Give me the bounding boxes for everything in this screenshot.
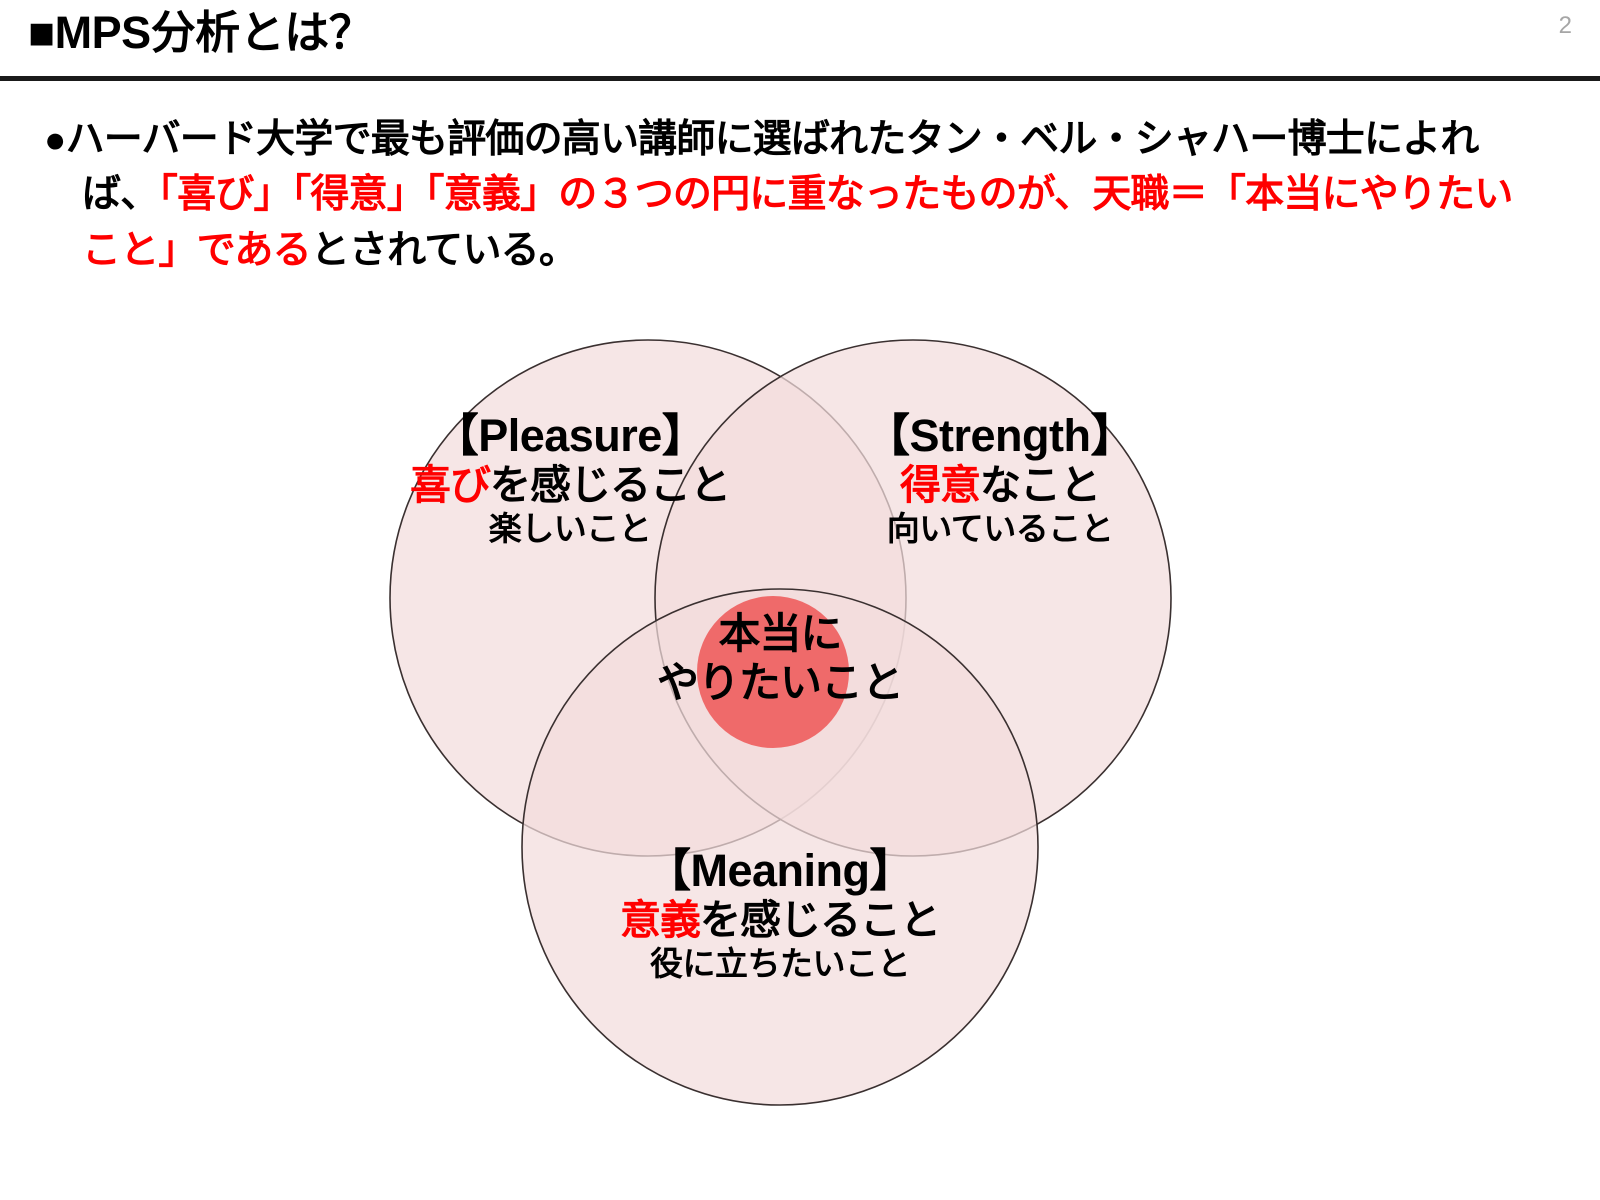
- venn-circle-center-highlight: [697, 596, 849, 748]
- body-line-1: ハーバード大学で最も評価の高い講師に選ばれたタン・ベル・シャハー博士によれ: [65, 118, 1480, 161]
- venn-circle-meaning: [521, 588, 1039, 1106]
- venn-diagram: 【Pleasure】 喜びを感じること 楽しいこと 【Strength】 得意な…: [360, 300, 1200, 1130]
- body-line-3-suffix: とされている。: [310, 228, 578, 272]
- body-line-3-highlight: こと」である: [82, 228, 312, 272]
- slide-header: ■MPS分析とは？ 2: [0, 0, 1600, 82]
- body-paragraph: ●ハーバード大学で最も評価の高い講師に選ばれたタン・ベル・シャハー博士によれ ば…: [44, 112, 1564, 278]
- body-line-2-highlight: 「喜び」「得意」「意義」の３つの円に重なったものが、天職＝「本当にやりたい: [158, 173, 1513, 217]
- body-line-2-prefix: ば、: [82, 173, 159, 217]
- venn-circles-graphic: [389, 339, 1172, 1106]
- title-divider-rule: [0, 76, 1600, 82]
- page-number: 2: [1558, 12, 1572, 39]
- bullet-icon: ●: [44, 119, 66, 160]
- page-title: ■MPS分析とは？: [28, 7, 374, 58]
